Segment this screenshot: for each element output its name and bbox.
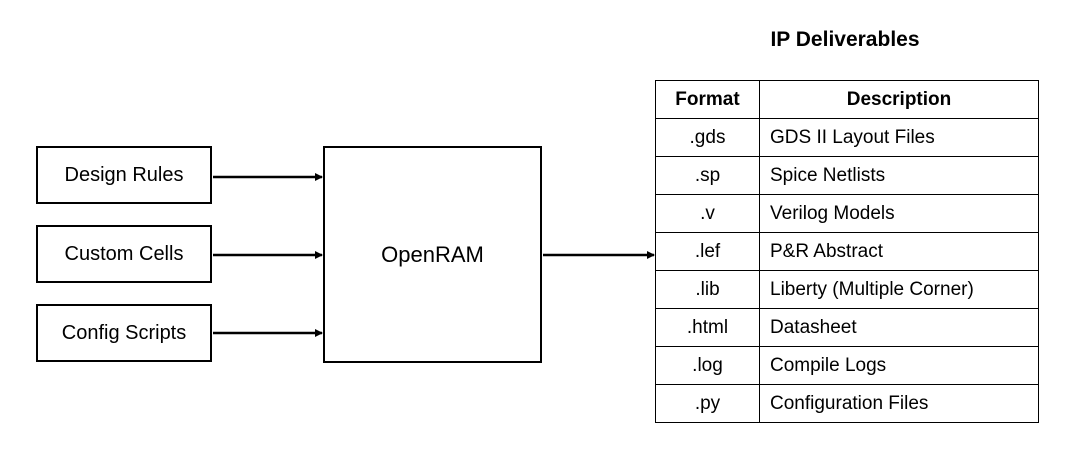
format-cell: .gds — [655, 118, 760, 157]
format-cell: .v — [655, 194, 760, 233]
table-row: .sp Spice Netlists — [655, 156, 1039, 195]
input-label: Custom Cells — [64, 242, 184, 265]
description-cell: Datasheet — [759, 308, 1039, 347]
format-cell: .lib — [655, 270, 760, 309]
description-cell: Compile Logs — [759, 346, 1039, 385]
deliverables-table: Format Description .gds GDS II Layout Fi… — [655, 80, 1039, 423]
format-cell: .log — [655, 346, 760, 385]
description-cell: Spice Netlists — [759, 156, 1039, 195]
description-cell: Liberty (Multiple Corner) — [759, 270, 1039, 309]
header-description: Description — [759, 80, 1039, 119]
table-row: .html Datasheet — [655, 308, 1039, 347]
description-cell: P&R Abstract — [759, 232, 1039, 271]
table-row: .log Compile Logs — [655, 346, 1039, 385]
table-row: .gds GDS II Layout Files — [655, 118, 1039, 157]
table-row: .py Configuration Files — [655, 384, 1039, 423]
input-label: Design Rules — [64, 163, 184, 186]
header-format: Format — [655, 80, 760, 119]
description-cell: GDS II Layout Files — [759, 118, 1039, 157]
table-header-row: Format Description — [655, 80, 1039, 119]
format-cell: .py — [655, 384, 760, 423]
table-row: .lib Liberty (Multiple Corner) — [655, 270, 1039, 309]
input-label: Config Scripts — [61, 321, 187, 344]
format-cell: .sp — [655, 156, 760, 195]
description-cell: Configuration Files — [759, 384, 1039, 423]
format-cell: .html — [655, 308, 760, 347]
input-box-config-scripts: Config Scripts — [36, 304, 212, 362]
table-row: .lef P&R Abstract — [655, 232, 1039, 271]
input-box-custom-cells: Custom Cells — [36, 225, 212, 283]
input-box-design-rules: Design Rules — [36, 146, 212, 204]
table-row: .v Verilog Models — [655, 194, 1039, 233]
openram-label: OpenRAM — [381, 241, 484, 267]
description-cell: Verilog Models — [759, 194, 1039, 233]
deliverables-title: IP Deliverables — [770, 28, 920, 51]
openram-box: OpenRAM — [323, 146, 542, 363]
format-cell: .lef — [655, 232, 760, 271]
